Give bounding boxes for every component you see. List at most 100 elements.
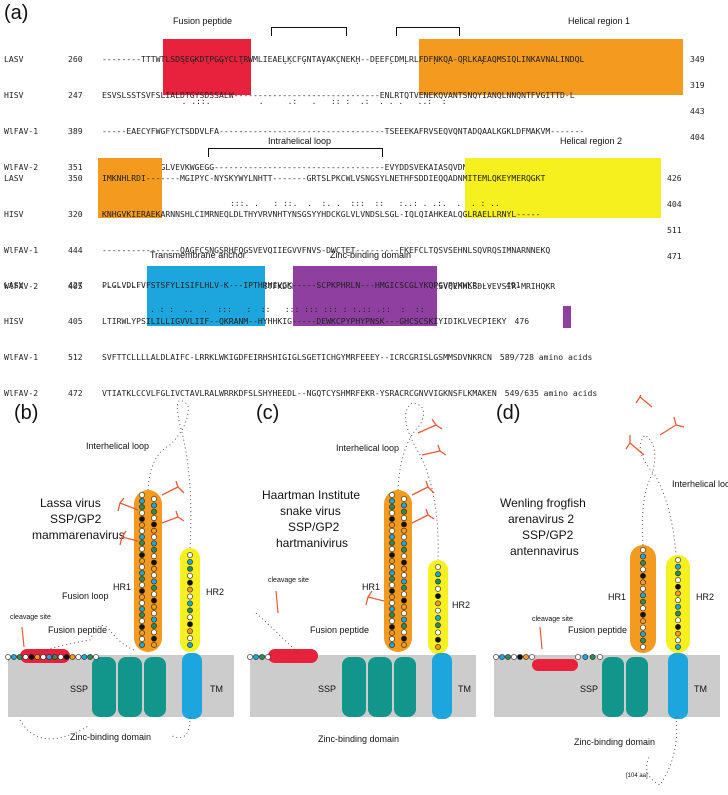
residue-bead bbox=[46, 654, 52, 660]
residue-bead bbox=[640, 560, 646, 566]
svg-text:Zinc-binding domain: Zinc-binding domain bbox=[574, 737, 655, 747]
svg-text:Zinc-binding domain: Zinc-binding domain bbox=[318, 734, 399, 744]
svg-text:HR2: HR2 bbox=[452, 600, 470, 610]
residue-bead bbox=[187, 593, 193, 600]
residue-bead bbox=[139, 630, 145, 636]
residue-bead bbox=[389, 606, 395, 612]
helical-region-2-block bbox=[465, 158, 661, 218]
panel-label-a: (a) bbox=[4, 2, 29, 24]
residue-bead bbox=[435, 644, 441, 650]
residue-bead bbox=[139, 576, 145, 582]
residue-bead bbox=[401, 610, 407, 617]
residue-bead bbox=[151, 540, 157, 547]
residue-bead bbox=[493, 654, 499, 660]
panel-label-c: (c) bbox=[256, 402, 279, 424]
residue-bead bbox=[401, 629, 407, 636]
svg-text:HR2: HR2 bbox=[696, 592, 714, 602]
svg-text:HR1: HR1 bbox=[362, 582, 380, 592]
residue-bead bbox=[389, 642, 395, 648]
residue-bead bbox=[640, 592, 646, 599]
residue-bead bbox=[401, 546, 407, 553]
residue-bead bbox=[511, 654, 517, 660]
end-positions-2: 426 404 511 471 bbox=[667, 173, 682, 261]
residue-bead bbox=[57, 654, 64, 660]
disulfide-bracket-2 bbox=[396, 27, 460, 36]
residue-bead bbox=[139, 570, 145, 576]
residue-bead bbox=[435, 585, 441, 592]
residue-bead bbox=[151, 521, 157, 528]
residue-bead bbox=[28, 654, 35, 660]
fusion-peptide-d bbox=[532, 659, 578, 671]
residue-bead bbox=[63, 654, 70, 660]
residue-bead bbox=[401, 635, 407, 642]
residue-bead bbox=[259, 654, 265, 660]
residue-bead bbox=[75, 654, 82, 660]
intrahelical-loop-label: Intrahelical loop bbox=[268, 136, 332, 146]
svg-text:SSP: SSP bbox=[580, 684, 598, 694]
svg-text:cleavage site: cleavage site bbox=[268, 577, 309, 584]
residue-bead bbox=[389, 600, 395, 606]
svg-text:Fusion peptide: Fusion peptide bbox=[568, 625, 627, 635]
residue-bead bbox=[139, 528, 145, 534]
residue-bead bbox=[139, 600, 145, 606]
residue-bead bbox=[389, 540, 395, 546]
helical-region-1-block bbox=[419, 39, 683, 95]
svg-text:Interhelical loop: Interhelical loop bbox=[336, 443, 399, 453]
residue-bead bbox=[389, 630, 395, 636]
fusion-peptide-label: Fusion peptide bbox=[173, 16, 233, 26]
residue-bead bbox=[187, 579, 193, 586]
residue-bead bbox=[675, 563, 681, 570]
residue-bead bbox=[151, 527, 157, 534]
residue-bead bbox=[640, 572, 646, 579]
svg-text:HR2: HR2 bbox=[206, 587, 224, 597]
residue-bead bbox=[640, 618, 646, 625]
hr2-helix-b bbox=[180, 548, 200, 652]
residue-bead bbox=[389, 570, 395, 576]
residue-bead bbox=[675, 590, 681, 597]
svg-text:[104 aa]: [104 aa] bbox=[626, 773, 648, 779]
residue-bead bbox=[151, 635, 157, 642]
residue-bead bbox=[5, 654, 11, 660]
residue-bead bbox=[139, 582, 145, 588]
residue-bead bbox=[389, 552, 395, 558]
residue-bead bbox=[435, 600, 441, 607]
svg-text:TM: TM bbox=[458, 684, 471, 694]
residue-bead bbox=[389, 588, 395, 594]
residue-bead bbox=[151, 591, 157, 598]
residue-bead bbox=[151, 559, 157, 566]
residue-bead bbox=[389, 498, 395, 504]
residue-bead bbox=[93, 654, 99, 660]
residue-bead bbox=[139, 618, 145, 624]
residue-bead bbox=[675, 570, 681, 577]
residue-bead bbox=[640, 547, 646, 553]
residue-bead bbox=[401, 496, 407, 502]
hr1-helix-c bbox=[384, 490, 412, 652]
residue-bead bbox=[389, 594, 395, 600]
residue-bead bbox=[151, 604, 157, 610]
residue-bead bbox=[435, 629, 441, 636]
zinc-binding-block bbox=[293, 266, 437, 326]
residue-bead bbox=[401, 578, 407, 585]
residue-bead bbox=[10, 654, 17, 660]
residue-bead bbox=[139, 504, 145, 510]
residue-bead bbox=[151, 623, 157, 629]
residue-bead bbox=[139, 564, 145, 570]
residue-bead bbox=[139, 522, 145, 528]
residue-bead bbox=[151, 642, 157, 648]
residue-bead bbox=[389, 522, 395, 528]
transmembrane-anchor-label: Transmembrane anchor bbox=[150, 250, 246, 260]
residue-bead bbox=[389, 516, 395, 522]
residue-bead bbox=[499, 654, 505, 660]
residue-bead bbox=[16, 654, 23, 660]
svg-text:Fusion peptide: Fusion peptide bbox=[310, 625, 369, 635]
